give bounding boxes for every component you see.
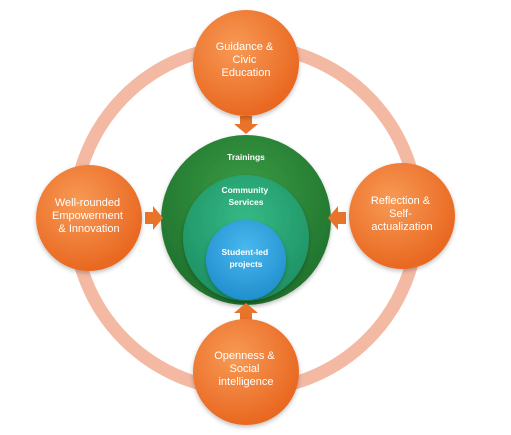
empowerment-node	[36, 165, 142, 271]
arrow-up-icon	[234, 303, 258, 321]
reflection-node	[349, 163, 455, 269]
student-led-projects-circle	[206, 220, 286, 300]
arrow-down-icon	[234, 116, 258, 134]
student-led-projects-label: Student-led projects	[221, 247, 270, 269]
empowerment-label: Well-rounded Empowerment & Innovation	[52, 197, 126, 235]
openness-label: Openness & Social intelligence	[214, 350, 278, 388]
community-services-label: Community Services	[221, 185, 270, 207]
trainings-label: Trainings	[227, 152, 265, 162]
arrow-left-icon	[328, 206, 346, 230]
guidance-node	[193, 10, 299, 116]
reflection-label: Reflection & Self- actualization	[371, 195, 433, 233]
openness-node	[193, 319, 299, 425]
arrow-right-icon	[145, 206, 163, 230]
guidance-label: Guidance & Civic Education	[216, 41, 277, 79]
